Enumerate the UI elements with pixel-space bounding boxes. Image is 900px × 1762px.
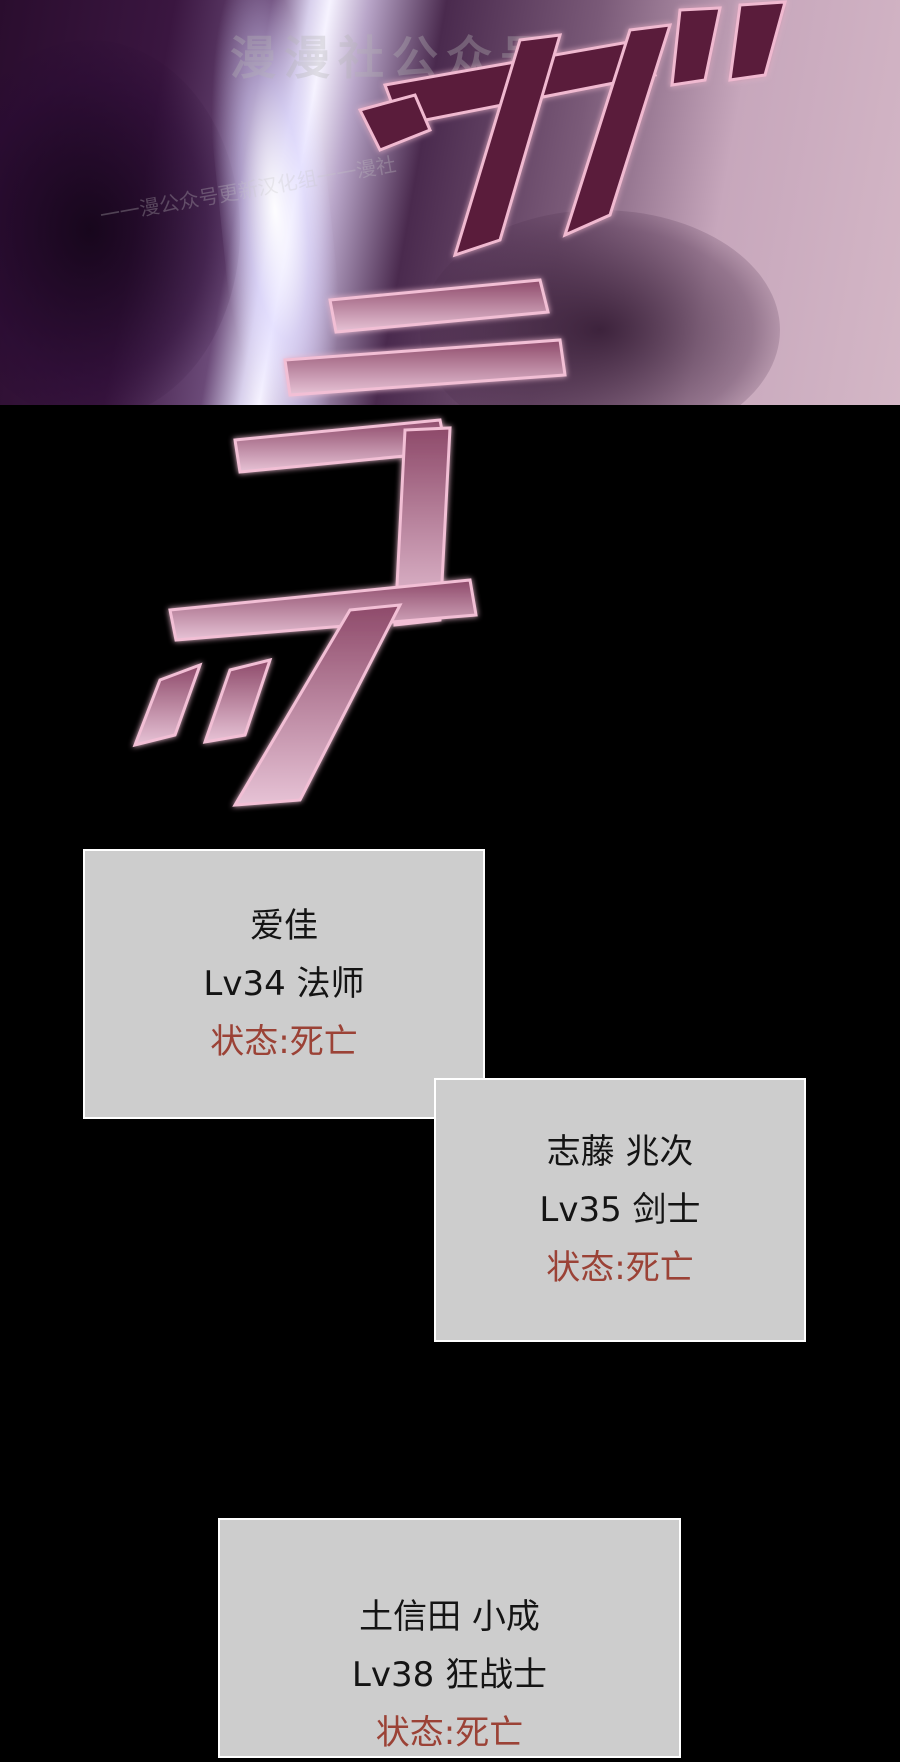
dark-smoke-left — [0, 40, 240, 405]
character-card-toshinda: 土信田 小成 Lv38 狂战士 状态:死亡 — [218, 1518, 681, 1758]
character-card-aika: 爱佳 Lv34 法师 状态:死亡 — [83, 849, 485, 1119]
character-name: 爱佳 — [250, 906, 318, 946]
character-status: 状态:死亡 — [546, 1248, 694, 1288]
character-card-shito: 志藤 兆次 Lv35 剑士 状态:死亡 — [434, 1078, 806, 1342]
character-name: 土信田 小成 — [359, 1597, 540, 1637]
sound-effect-zashu — [132, 0, 788, 807]
character-level-class: Lv38 狂战士 — [351, 1655, 548, 1695]
character-level-class: Lv34 法师 — [203, 964, 365, 1004]
sfx-shu-strokes — [132, 278, 567, 807]
sfx-za-strokes — [357, 0, 788, 258]
character-status: 状态:死亡 — [210, 1022, 358, 1062]
character-status: 状态:死亡 — [375, 1713, 524, 1753]
character-name: 志藤 兆次 — [546, 1132, 694, 1172]
character-level-class: Lv35 剑士 — [539, 1190, 701, 1230]
